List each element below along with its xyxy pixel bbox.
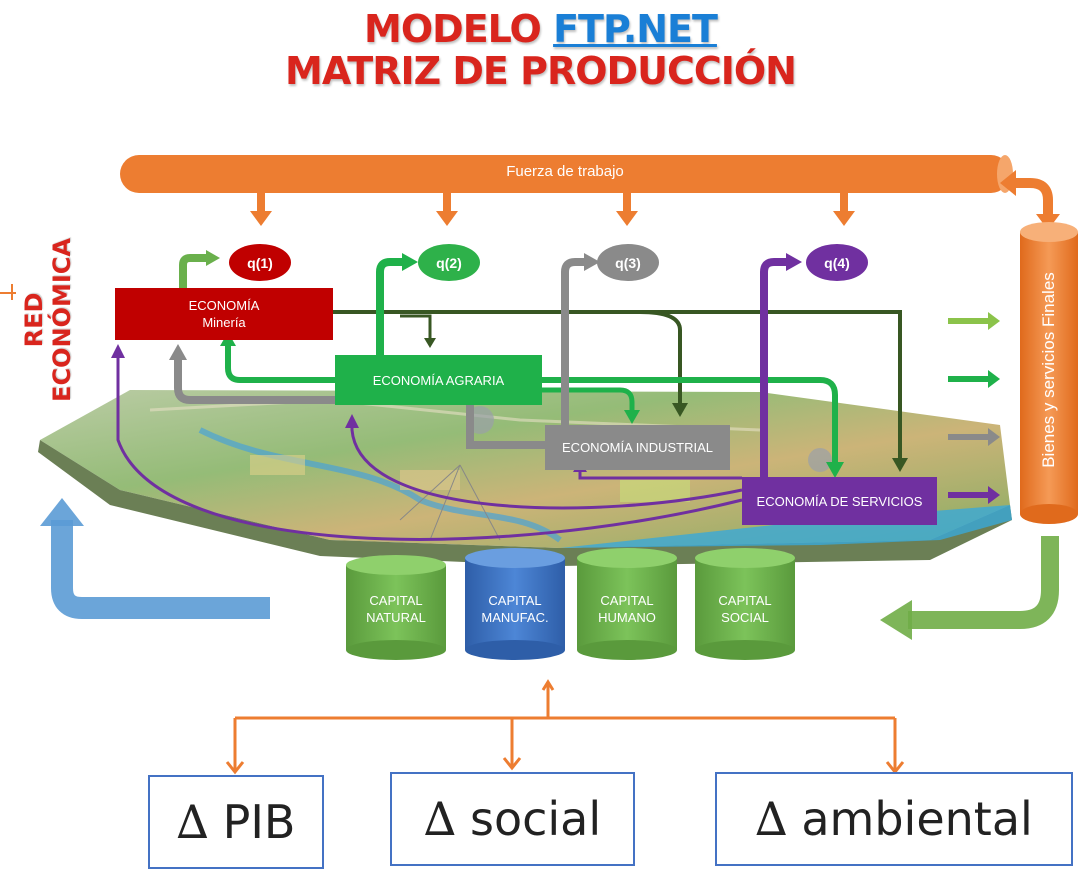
final-goods-arrows [948,312,1000,504]
sector-mineria: ECONOMÍA Minería [115,288,333,340]
output-q3: q(3) [597,244,659,281]
ftp-net-link[interactable]: FTP.NET [553,7,718,51]
diagram-title: MODELO FTP.NET [0,8,1081,50]
capital-manufac-label: CAPITAL MANUFAC. [465,592,565,626]
delta-symbol: ∆ [755,792,788,846]
workforce-arrows [250,193,855,226]
indicator-pib: ∆PIB [148,775,324,869]
sector-mineria-line1: ECONOMÍA [188,298,260,313]
capital-humano-line1: CAPITAL [600,593,654,608]
capital-natural-line1: CAPITAL [369,593,423,608]
sector-mineria-line2: Minería [202,315,246,330]
indicator-pib-label: PIB [222,795,296,849]
indicator-ambiental: ∆ambiental [715,772,1073,866]
output-q1: q(1) [229,244,291,281]
output-q2: q(2) [418,244,480,281]
indicator-social-label: social [469,792,602,846]
final-goods-cylinder [1020,222,1078,524]
output-q4: q(4) [806,244,868,281]
workforce-final-link [1000,170,1060,230]
capital-humano-label: CAPITAL HUMANO [577,592,677,626]
capital-cylinders [346,548,795,660]
title-prefix: MODELO [364,7,554,51]
indicator-connector [225,679,905,775]
sector-industrial: ECONOMÍA INDUSTRIAL [545,425,730,470]
feedback-blue-arrow [40,498,270,619]
workforce-label: Fuerza de trabajo [506,163,624,180]
delta-symbol: ∆ [423,792,456,846]
final-goods-label: Bienes y servicios Finales [1039,272,1058,468]
capital-natural-line2: NATURAL [366,610,426,625]
capital-humano-line2: HUMANO [598,610,656,625]
capital-natural-label: CAPITAL NATURAL [346,592,446,626]
delta-symbol: ∆ [176,795,209,849]
indicator-ambiental-label: ambiental [801,792,1033,846]
mineria-flows [179,250,908,472]
sector-agraria: ECONOMÍA AGRARIA [335,355,542,405]
diagram-subtitle: MATRIZ DE PRODUCCIÓN [285,49,797,93]
feedback-green-arrow [880,536,1059,640]
capital-manufac-line2: MANUFAC. [481,610,549,625]
capital-social-line2: SOCIAL [721,610,769,625]
capital-social-label: CAPITAL SOCIAL [695,592,795,626]
capital-social-line1: CAPITAL [718,593,772,608]
agraria-flows [220,253,844,478]
indicator-social: ∆social [390,772,635,866]
sector-servicios: ECONOMÍA DE SERVICIOS [742,477,937,525]
capital-manufac-line1: CAPITAL [488,593,542,608]
